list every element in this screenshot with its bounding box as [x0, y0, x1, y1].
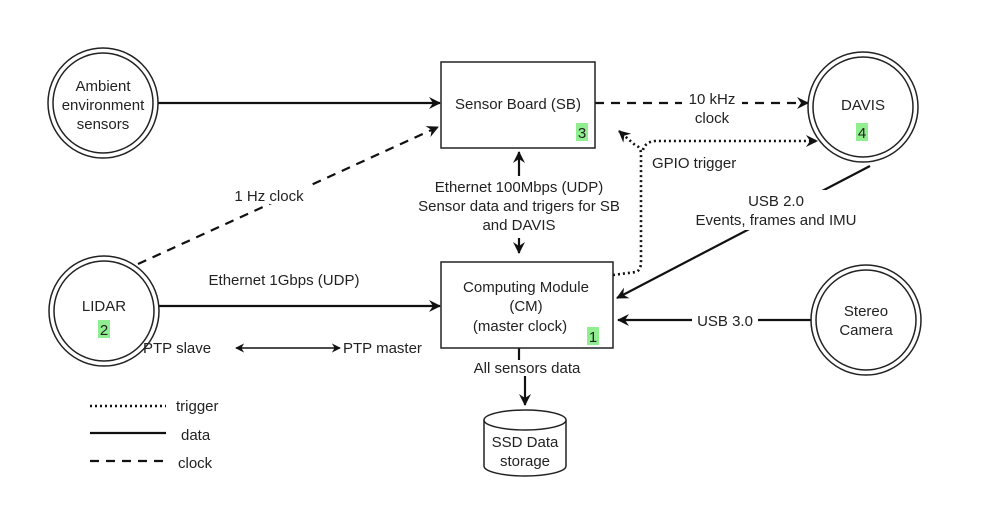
- davis-badge-bg: [856, 123, 868, 141]
- label-usb3: USB 3.0: [697, 313, 753, 330]
- sensor-board-badge-bg: [576, 123, 588, 141]
- label-ethernet-100-line-3: and DAVIS: [482, 217, 555, 234]
- node-ssd-storage: SSD Data storage: [483, 409, 567, 477]
- davis-badge: 4: [858, 125, 866, 142]
- label-ethernet-100-line-2: Sensor data and trigers for SB: [418, 198, 620, 215]
- cm-badge: 1: [589, 329, 597, 346]
- label-10khz-line-1: 10 kHz: [689, 91, 736, 108]
- cm-line-2: (CM): [509, 298, 542, 315]
- davis-label: DAVIS: [841, 97, 885, 114]
- stereo-line-1: Stereo: [844, 303, 888, 320]
- node-sensor-board: Sensor Board (SB) 3: [440, 61, 596, 149]
- legend-clock-label: clock: [178, 455, 213, 472]
- node-ambient-sensors: Ambient environment sensors: [47, 47, 159, 159]
- node-stereo-camera: Stereo Camera: [810, 264, 922, 376]
- label-ptp-slave: PTP slave: [143, 340, 211, 357]
- cm-line-1: Computing Module: [463, 279, 589, 296]
- label-ptp-master: PTP master: [343, 340, 422, 357]
- edge-gpio-trigger-davis: [641, 135, 818, 151]
- lidar-badge: 2: [100, 322, 108, 339]
- label-gpio-trigger: GPIO trigger: [652, 155, 736, 172]
- label-ethernet-1g: Ethernet 1Gbps (UDP): [209, 272, 360, 289]
- ssd-line-2: storage: [500, 453, 550, 470]
- label-usb2-line-2: Events, frames and IMU: [696, 212, 857, 229]
- cm-badge-bg: [587, 327, 599, 345]
- legend-data-label: data: [181, 427, 211, 444]
- ssd-line-1: SSD Data: [492, 434, 559, 451]
- label-1hz-clock: 1 Hz clock: [234, 188, 304, 205]
- stereo-line-2: Camera: [839, 322, 893, 339]
- label-usb2-line-1: USB 2.0: [748, 193, 804, 210]
- legend-trigger-label: trigger: [176, 398, 219, 415]
- ambient-line-2: environment: [62, 97, 145, 114]
- edge-gpio-trigger: [612, 130, 643, 277]
- label-ethernet-100-line-1: Ethernet 100Mbps (UDP): [435, 179, 603, 196]
- sensor-board-badge: 3: [578, 125, 586, 142]
- node-davis: DAVIS 4: [807, 51, 919, 163]
- lidar-badge-bg: [98, 320, 110, 338]
- ambient-line-1: Ambient: [75, 78, 131, 95]
- edge-usb2: [616, 165, 871, 299]
- lidar-label: LIDAR: [82, 298, 126, 315]
- node-computing-module: Computing Module (CM) (master clock) 1: [440, 261, 614, 349]
- label-10khz-line-2: clock: [695, 110, 730, 127]
- legend: trigger data clock: [90, 398, 219, 472]
- sensor-board-label: Sensor Board (SB): [455, 96, 581, 113]
- ambient-line-3: sensors: [77, 116, 130, 133]
- label-all-sensors-data: All sensors data: [474, 360, 581, 377]
- node-lidar: LIDAR 2: [48, 255, 160, 367]
- cm-line-3: (master clock): [473, 318, 567, 335]
